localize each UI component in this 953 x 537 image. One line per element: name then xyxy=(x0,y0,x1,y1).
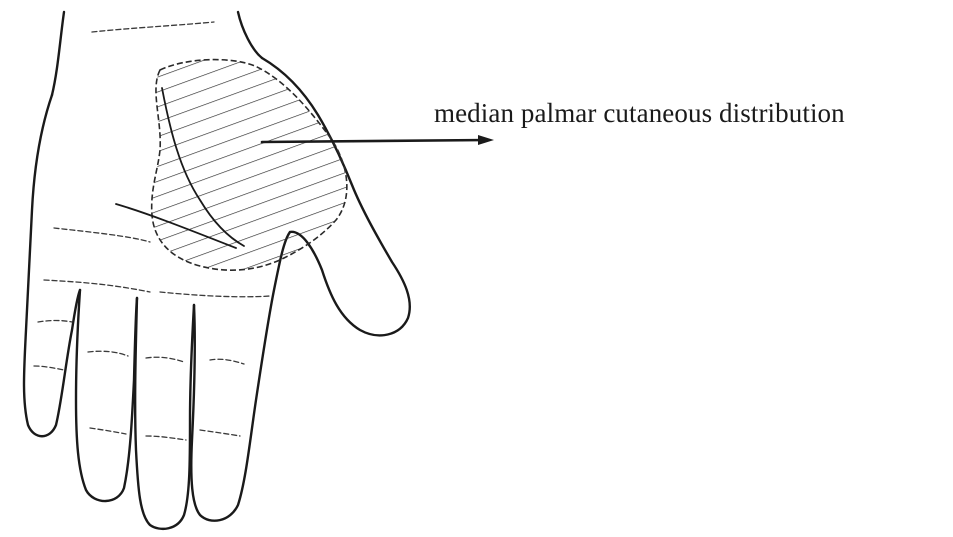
callout-label: median palmar cutaneous distribution xyxy=(434,98,845,129)
hatched-region xyxy=(152,60,347,271)
